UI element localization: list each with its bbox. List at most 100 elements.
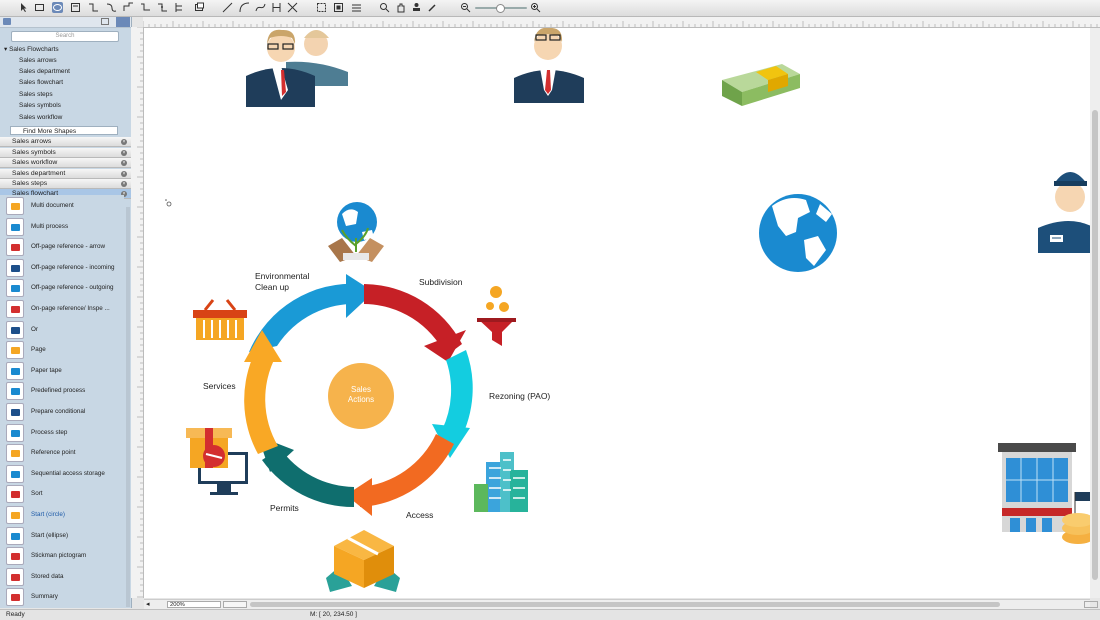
tree-item[interactable]: Sales arrows xyxy=(19,57,57,64)
label-subdivision[interactable]: Subdivision xyxy=(419,277,463,287)
shape-item[interactable]: Sort xyxy=(6,485,124,504)
label-access[interactable]: Access xyxy=(406,510,434,520)
close-library-icon[interactable]: × xyxy=(121,191,127,197)
cycle-arrow-blue[interactable] xyxy=(249,283,360,352)
zoom-in-icon[interactable] xyxy=(530,2,541,13)
curve-tool-icon[interactable] xyxy=(140,2,151,13)
small-marker-icon[interactable] xyxy=(165,199,172,207)
connector-tool-icon[interactable] xyxy=(88,2,99,13)
coin-funnel-icon[interactable] xyxy=(477,286,516,346)
shape-item[interactable]: Multi process xyxy=(6,217,124,236)
tree-title[interactable]: ▾ Sales Flowcharts xyxy=(4,45,59,53)
library-sales-steps[interactable]: Sales steps× xyxy=(0,179,131,189)
zoom-level-select[interactable]: 200% xyxy=(167,601,221,608)
direct-connector-tool-icon[interactable] xyxy=(271,2,282,13)
center-circle[interactable] xyxy=(328,363,394,429)
rectangle-tool-icon[interactable] xyxy=(34,2,45,13)
insert-shape-tool-icon[interactable] xyxy=(194,2,205,13)
shape-item[interactable]: Page xyxy=(6,341,124,360)
label-services[interactable]: Services xyxy=(203,381,236,391)
bezier-tool-icon[interactable] xyxy=(255,2,266,13)
shape-item[interactable]: Off-page reference - outgoing xyxy=(6,279,124,298)
shape-item[interactable]: Summary xyxy=(6,588,124,607)
eyedropper-tool-icon[interactable] xyxy=(427,2,438,13)
tree-item[interactable]: Sales workflow xyxy=(19,114,63,121)
fit-page-icon[interactable] xyxy=(1084,601,1098,608)
canvas-horizontal-scroll-thumb[interactable] xyxy=(250,602,1000,607)
delivery-man-icon[interactable] xyxy=(1038,172,1090,253)
businessman-icon[interactable] xyxy=(514,28,584,103)
shape-item[interactable]: Off-page reference - incoming xyxy=(6,258,124,277)
sales-cycle-diagram[interactable] xyxy=(244,274,473,516)
label-rezoning[interactable]: Rezoning (PAO) xyxy=(489,391,551,401)
close-library-icon[interactable]: × xyxy=(121,160,127,166)
zoom-tool-icon[interactable] xyxy=(379,2,390,13)
tree-tool-icon[interactable] xyxy=(174,2,185,13)
globe-icon[interactable] xyxy=(759,194,837,272)
shopping-basket-icon[interactable] xyxy=(193,299,247,340)
shape-item[interactable]: Stickman pictogram xyxy=(6,547,124,566)
shape-item[interactable]: Prepare conditional xyxy=(6,403,124,421)
city-buildings-icon[interactable] xyxy=(474,452,528,512)
close-library-icon[interactable]: × xyxy=(121,171,127,177)
library-sales-department[interactable]: Sales department× xyxy=(0,169,131,179)
plant-in-hands-icon[interactable] xyxy=(328,202,384,262)
canvas-vertical-scroll-thumb[interactable] xyxy=(1092,110,1098,580)
businessmen-group-icon[interactable] xyxy=(246,29,348,107)
label-environmental-cleanup[interactable]: Environmental Clean up xyxy=(255,271,319,293)
tree-item[interactable]: Sales steps xyxy=(19,91,53,98)
library-sales-arrows[interactable]: Sales arrows× xyxy=(0,137,131,147)
sidebar-scrollbar[interactable] xyxy=(126,207,130,607)
close-library-icon[interactable]: × xyxy=(121,150,127,156)
center-label[interactable]: Sales Actions xyxy=(347,385,375,404)
label-permits[interactable]: Permits xyxy=(270,503,299,513)
shape-item[interactable]: Multi document xyxy=(6,197,124,215)
shape-item[interactable]: On-page reference/ Inspe ... xyxy=(6,300,124,318)
close-library-icon[interactable]: × xyxy=(121,139,127,145)
ellipse-tool-icon[interactable] xyxy=(52,2,63,13)
drawing-canvas[interactable]: Environmental Clean up Subdivision Rezon… xyxy=(144,28,1090,598)
shape-item[interactable]: Paper tape xyxy=(6,361,124,380)
box-in-hands-icon[interactable] xyxy=(326,530,400,592)
shape-item[interactable]: Reference point xyxy=(6,444,124,463)
cycle-arrow-yellow[interactable] xyxy=(244,350,278,454)
library-sales-workflow[interactable]: Sales workflow× xyxy=(0,158,131,168)
group-tool-icon[interactable] xyxy=(333,2,344,13)
tree-item[interactable]: Sales flowchart xyxy=(19,79,64,86)
shape-item[interactable]: Off-page reference - arrow xyxy=(6,238,124,257)
cycle-arrow-teal[interactable] xyxy=(262,448,354,508)
find-more-shapes-button[interactable]: Find More Shapes xyxy=(10,126,118,135)
shape-item[interactable]: Predefined process xyxy=(6,382,124,401)
scroll-left-icon[interactable]: ◂ xyxy=(146,601,150,608)
close-library-icon[interactable]: × xyxy=(121,181,127,187)
chain-tool-icon[interactable] xyxy=(157,2,168,13)
pan-tool-icon[interactable] xyxy=(395,2,406,13)
arc-tool-icon[interactable] xyxy=(123,2,134,13)
library-sales-symbols[interactable]: Sales symbols× xyxy=(0,148,131,158)
search-input[interactable]: Search xyxy=(11,31,119,42)
tree-item[interactable]: Sales symbols xyxy=(19,102,61,109)
arc-line-tool-icon[interactable] xyxy=(239,2,250,13)
building-icon[interactable] xyxy=(998,443,1090,544)
shape-item[interactable]: Start (ellipse) xyxy=(6,526,124,545)
grid-view-icon[interactable] xyxy=(101,18,109,25)
scale-tool-icon[interactable] xyxy=(287,2,298,13)
zoom-out-icon[interactable] xyxy=(460,2,471,13)
text-tool-icon[interactable] xyxy=(70,2,81,13)
disclosure-triangle-icon[interactable]: ▾ xyxy=(4,46,8,53)
tidy-tool-icon[interactable] xyxy=(351,2,362,13)
shape-item[interactable]: Process step xyxy=(6,423,124,442)
page-navigator[interactable] xyxy=(223,601,247,608)
cycle-arrow-red[interactable] xyxy=(364,284,462,356)
center-tool-icon[interactable] xyxy=(316,2,327,13)
search-icon[interactable] xyxy=(116,17,130,27)
libraries-icon[interactable] xyxy=(3,18,11,25)
shape-item[interactable]: Stored data xyxy=(6,567,124,586)
pointer-tool-icon[interactable] xyxy=(18,2,29,13)
shape-item[interactable]: Start (circle) xyxy=(6,506,124,524)
smart-connector-tool-icon[interactable] xyxy=(106,2,117,13)
tree-item[interactable]: Sales department xyxy=(19,68,70,75)
shape-item[interactable]: Or xyxy=(6,320,124,339)
money-stack-icon[interactable] xyxy=(722,64,800,106)
zoom-slider-knob[interactable] xyxy=(496,4,505,13)
